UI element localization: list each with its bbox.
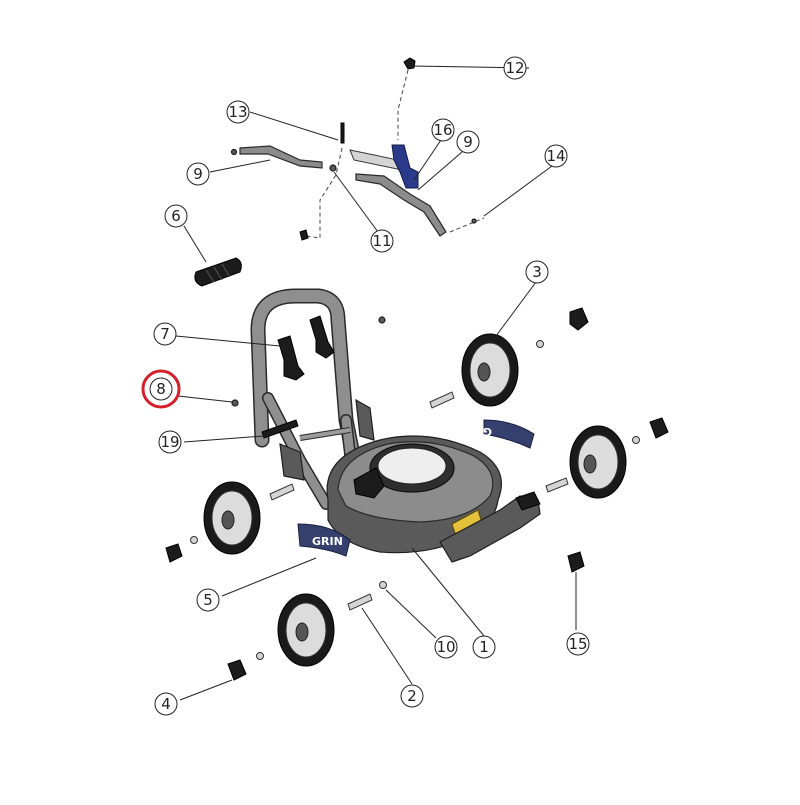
- small-nut-top: [378, 316, 386, 324]
- callout-9b: 9: [456, 130, 480, 154]
- part-3-wheel-rear-right: [461, 333, 519, 407]
- callout-1: 1: [472, 635, 496, 659]
- hubcap-3: [569, 307, 589, 331]
- dash-13: [305, 147, 343, 239]
- svg-text:13: 13: [228, 103, 247, 121]
- washer-front-left: [256, 652, 264, 660]
- svg-text:14: 14: [546, 147, 565, 165]
- part-2-axle-bolt: [347, 593, 373, 611]
- svg-text:2: 2: [407, 687, 417, 705]
- washer-right: [632, 436, 640, 444]
- right-bracket: [355, 398, 375, 441]
- hubcap-right: [649, 417, 669, 439]
- callout-2: 2: [400, 684, 424, 708]
- callout-16: 16: [431, 118, 455, 142]
- svg-text:GRIN: GRIN: [461, 425, 492, 438]
- svg-text:16: 16: [433, 121, 452, 139]
- svg-text:8: 8: [156, 380, 166, 398]
- part-9-right-lever: [355, 173, 447, 237]
- part-11-nut: [329, 164, 337, 172]
- part-6-grip: [194, 257, 242, 287]
- part-9-left-pin: [230, 148, 238, 156]
- callout-19: 19: [158, 430, 182, 454]
- part-14-pin: [471, 218, 477, 224]
- svg-text:GRIN: GRIN: [312, 535, 343, 548]
- decal-front-left: GRIN: [297, 523, 351, 557]
- hubcap-left: [165, 543, 183, 563]
- svg-text:1: 1: [479, 638, 489, 656]
- callout-14: 14: [544, 144, 568, 168]
- left-bracket: [279, 443, 305, 481]
- part-16-bracket: [391, 144, 419, 189]
- callout-7: 7: [153, 322, 177, 346]
- callout-balloons: 12 13 16 9 9 14 11 6 3 7 8 19 5 10 1 15 …: [141, 56, 590, 716]
- svg-text:4: 4: [161, 695, 171, 713]
- svg-text:15: 15: [568, 635, 587, 653]
- part-13-pin: [340, 122, 345, 144]
- svg-text:12: 12: [505, 59, 524, 77]
- svg-text:7: 7: [160, 325, 170, 343]
- callout-3: 3: [525, 260, 549, 284]
- part-1-deck: [326, 435, 541, 563]
- part-13-clip: [299, 229, 309, 241]
- washer-3: [536, 340, 544, 348]
- callout-9a: 9: [186, 162, 210, 186]
- callout-15: 15: [566, 632, 590, 656]
- callout-4: 4: [154, 692, 178, 716]
- part-9-left-lever: [239, 145, 323, 169]
- wheel-left-middle: [203, 481, 261, 555]
- part-4-hubcap: [227, 659, 247, 681]
- svg-text:9: 9: [463, 133, 473, 151]
- part-7-levers: [277, 315, 335, 381]
- callout-8: 8: [141, 369, 181, 409]
- axle-bolt-left: [269, 483, 295, 501]
- wheel-front-left: [277, 593, 335, 667]
- axle-bolt-rear: [429, 391, 455, 409]
- callout-11: 11: [370, 229, 394, 253]
- callout-13: 13: [226, 100, 250, 124]
- svg-text:9: 9: [193, 165, 203, 183]
- dash-12: [397, 69, 409, 140]
- svg-text:11: 11: [372, 232, 391, 250]
- svg-text:19: 19: [160, 433, 179, 451]
- svg-text:5: 5: [203, 591, 213, 609]
- callout-12: 12: [503, 56, 527, 80]
- callout-10: 10: [434, 635, 458, 659]
- callout-5: 5: [196, 588, 220, 612]
- callout-6: 6: [164, 204, 188, 228]
- part-10-nut: [379, 581, 387, 589]
- axle-bolt-right: [545, 477, 569, 493]
- part-15-hubcap: [567, 551, 585, 573]
- svg-text:10: 10: [436, 638, 455, 656]
- upper-handle-assembly: [230, 57, 485, 241]
- svg-text:3: 3: [532, 263, 542, 281]
- svg-text:6: 6: [171, 207, 181, 225]
- dash-14: [449, 217, 485, 233]
- washer-left: [190, 536, 198, 544]
- decal-rear-right: GRIN: [461, 419, 535, 449]
- part-12-clip: [403, 57, 416, 70]
- highlight-ring: [141, 369, 181, 409]
- part-8-screw: [231, 399, 239, 407]
- wheel-right-middle: [569, 425, 627, 499]
